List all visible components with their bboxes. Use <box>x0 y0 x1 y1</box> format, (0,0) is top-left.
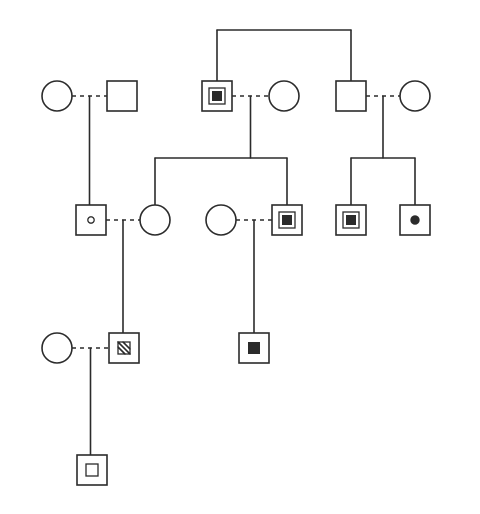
filled-square-mark <box>248 342 260 354</box>
individual-g1-m2 <box>201 80 233 112</box>
individual-g3-m1 <box>108 332 140 364</box>
female-circle <box>41 80 73 112</box>
individual-g2-f1 <box>139 204 171 236</box>
male-square <box>201 80 233 112</box>
individual-g4-m1 <box>76 454 108 486</box>
individual-g2-f2 <box>205 204 237 236</box>
individual-g2-m4 <box>399 204 431 236</box>
inner-square <box>85 463 99 477</box>
female-circle <box>399 80 431 112</box>
individual-g1-f2 <box>268 80 300 112</box>
filled-center <box>346 215 356 225</box>
female-circle <box>268 80 300 112</box>
individual-g1-f1 <box>41 80 73 112</box>
individual-g2-m3 <box>335 204 367 236</box>
hatch-line <box>122 341 131 350</box>
individual-g1-f3 <box>399 80 431 112</box>
filled-dot-mark <box>410 215 420 225</box>
pedigree-individuals <box>41 80 431 486</box>
filled-center <box>282 215 292 225</box>
individual-g1-m3 <box>335 80 367 112</box>
female-circle <box>41 332 73 364</box>
individual-g3-m2 <box>238 332 270 364</box>
individual-g2-m2 <box>271 204 303 236</box>
male-square <box>335 80 367 112</box>
female-circle <box>205 204 237 236</box>
hatch-line <box>117 346 126 355</box>
filled-center <box>212 91 222 101</box>
male-square <box>106 80 138 112</box>
small-circle-mark <box>87 216 95 224</box>
individual-g3-f1 <box>41 332 73 364</box>
female-circle <box>139 204 171 236</box>
pedigree-lines <box>72 29 416 456</box>
hatch-line <box>117 341 131 355</box>
individual-g2-m1 <box>75 204 107 236</box>
individual-g1-m1 <box>106 80 138 112</box>
